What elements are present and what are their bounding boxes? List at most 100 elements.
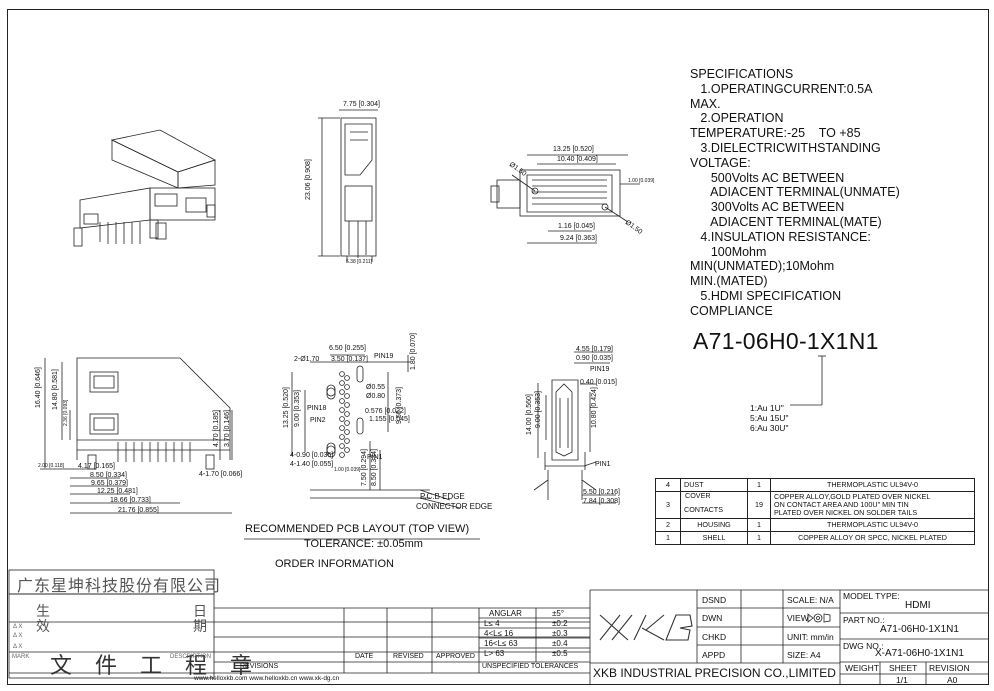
- table-row: 3 COVER CONTACTS 19 COPPER ALLOY,GOLD PL…: [655, 491, 975, 519]
- bom-table: 4 DUST 1 THERMOPLASTIC UL94V-0 3 COVER C…: [655, 478, 975, 545]
- spec-line: 4.INSULATION RESISTANCE:: [690, 229, 871, 244]
- drawing-frame: [7, 9, 989, 685]
- plating-option: 5:Au 15U": [750, 413, 789, 423]
- dim-label: 4.70 [0.185]: [213, 410, 220, 447]
- title-block-grid: [8, 569, 989, 685]
- pcb-layout-caption: RECOMMENDED PCB LAYOUT (TOP VIEW): [245, 523, 470, 535]
- dim-label: 1.155 [0.045]: [369, 416, 410, 423]
- dim-label: 1.00 [0.039]: [334, 467, 361, 473]
- part-no-label: PART NO.:: [843, 615, 885, 625]
- description-label: DESCRIPTION: [170, 654, 212, 660]
- pcb-layout-view: [291, 354, 461, 509]
- delta-mark: Δ X: [13, 624, 23, 630]
- dim-label: 12.25 [0.481]: [97, 488, 138, 495]
- tol-value: ±0.2: [552, 619, 568, 628]
- table-row: 1 SHELL 1 COPPER ALLOY OR SPCC, NICKEL P…: [655, 531, 975, 545]
- dim-label: 8.50 [0.334]: [90, 472, 127, 479]
- sheet-value: 1/1: [896, 675, 908, 685]
- part-no-value: A71-06H0-1X1N1: [880, 624, 959, 635]
- tol-header-val: ±5°: [552, 609, 565, 618]
- dim-label: 0.576 [0.022]: [365, 408, 406, 415]
- dim-label: 23.06 [0.908]: [305, 159, 312, 200]
- dim-label: 14.00 [0.560]: [526, 394, 533, 435]
- pin-label: PIN1: [595, 461, 611, 468]
- model-type-label: MODEL TYPE:: [843, 591, 900, 601]
- dim-label: 3.70 [0.146]: [224, 410, 231, 447]
- sheng-char: 生: [36, 604, 50, 620]
- websites: www.helloxkb.com www.helloxkb.cn www.xk-…: [194, 675, 340, 682]
- dim-label: 6.50 [0.255]: [329, 345, 366, 352]
- dim-label: 2-Ø1.70: [294, 356, 320, 363]
- pin-label: PIN1: [367, 454, 383, 461]
- approved-label: APPROVED: [436, 653, 475, 660]
- dim-label: 8.50 [0.334]: [371, 449, 378, 486]
- dim-label: Ø0.80: [366, 393, 386, 400]
- spec-line: 2.OPERATION: [690, 111, 784, 126]
- side-view: [318, 109, 378, 262]
- dim-label: 0.90 [0.035]: [576, 355, 613, 362]
- tol-value: ±0.4: [552, 639, 568, 648]
- plating-option: 1:Au 1U": [750, 403, 784, 413]
- weight-label: WEIGHT: [845, 663, 879, 673]
- spec-line: 1.OPERATINGCURRENT:0.5A: [690, 81, 873, 96]
- dim-label: 2.00 [0.118]: [38, 463, 65, 469]
- dim-label: 1.80 [0.070]: [410, 333, 417, 370]
- chkd-label: CHKD: [702, 632, 727, 642]
- dsnd-label: DSND: [702, 595, 727, 605]
- table-row: 4 DUST 1 THERMOPLASTIC UL94V-0: [655, 478, 975, 492]
- dim-label: 1.00 [0.039]: [628, 178, 655, 184]
- dim-label: 3.50 [0.137]: [331, 356, 368, 363]
- tol-range: L> 63: [484, 649, 505, 658]
- pin-label: PIN18: [307, 405, 327, 412]
- dim-label: 10.80 [0.424]: [591, 387, 598, 428]
- revised-label: REVISED: [393, 653, 424, 660]
- dim-label: 4-1.40 [0.055]: [290, 461, 334, 468]
- scale-label: SCALE: N/A: [787, 595, 834, 605]
- revisions-label: REVISIONS: [240, 663, 279, 670]
- dim-label: 9.00 [0.353]: [535, 391, 542, 428]
- dim-label: 5.38 [0.211]: [346, 259, 373, 265]
- xiao-char: 效: [36, 619, 50, 635]
- dim-label: 16.40 [0.646]: [35, 367, 42, 408]
- appd-label: APPD: [702, 650, 726, 660]
- spec-line: 300Volts AC BETWEEN: [690, 200, 845, 215]
- dim-label: 21.76 [0.855]: [118, 507, 159, 514]
- order-part-number: A71-06H0-1X1N1: [693, 328, 879, 354]
- dwg-no-label: DWG NO.:: [843, 641, 884, 651]
- spec-line: 100Mohm: [690, 244, 767, 259]
- xkb-logo: [599, 614, 693, 641]
- pcb-pad-array: [339, 371, 350, 458]
- plating-option: 6:Au 30U": [750, 423, 789, 433]
- table-row: 2 HOUSING 1 THERMOPLASTIC UL94V-0: [655, 518, 975, 532]
- date-label: DATE: [355, 653, 374, 660]
- dim-label: 4-1.70 [0.066]: [199, 471, 243, 478]
- spec-line: COMPLIANCE: [690, 303, 773, 318]
- order-leader: [790, 355, 826, 406]
- tol-value: ±0.3: [552, 629, 568, 638]
- sheet-label: SHEET: [889, 663, 918, 673]
- document-stamp: 文 件 工 程 章: [50, 654, 260, 679]
- plating-options: 1:Au 1U" 5:Au 15U" 6:Au 30U": [750, 403, 788, 433]
- pin-label: PIN19: [590, 366, 610, 373]
- rear-view: [533, 351, 616, 504]
- spec-line: 500Volts AC BETWEEN: [690, 170, 845, 185]
- mark-label: MARK: [12, 654, 30, 660]
- dim-label: 9.50 [0.373]: [396, 387, 403, 424]
- spec-line: ADIACENT TERMINAL(UNMATE): [690, 185, 900, 200]
- dim-label: 9.65 [0.379]: [91, 480, 128, 487]
- delta-mark: Δ X: [13, 644, 23, 650]
- bom-name-2: COVER: [685, 491, 711, 500]
- spec-line: 5.HDMI SPECIFICATION: [690, 289, 842, 303]
- tolerance-caption: TOLERANCE: ±0.05mm: [304, 538, 423, 550]
- bom-name: CONTACTS: [684, 505, 723, 514]
- spec-line: SPECIFICATIONS: [690, 67, 794, 81]
- company-en-name: XKB INDUSTRIAL PRECISION CO.,LIMITED: [593, 666, 836, 680]
- tol-range: L≤ 4: [484, 619, 500, 628]
- dim-label: 13.25 [0.520]: [283, 387, 290, 428]
- dim-label: 10.40 [0.409]: [557, 156, 598, 163]
- delta-mark: Δ X: [13, 633, 23, 639]
- dim-label: 9.00 [0.353]: [294, 390, 301, 427]
- dim-label: 18.66 [0.733]: [110, 497, 151, 504]
- dim-label: 14.80 [0.581]: [52, 369, 59, 410]
